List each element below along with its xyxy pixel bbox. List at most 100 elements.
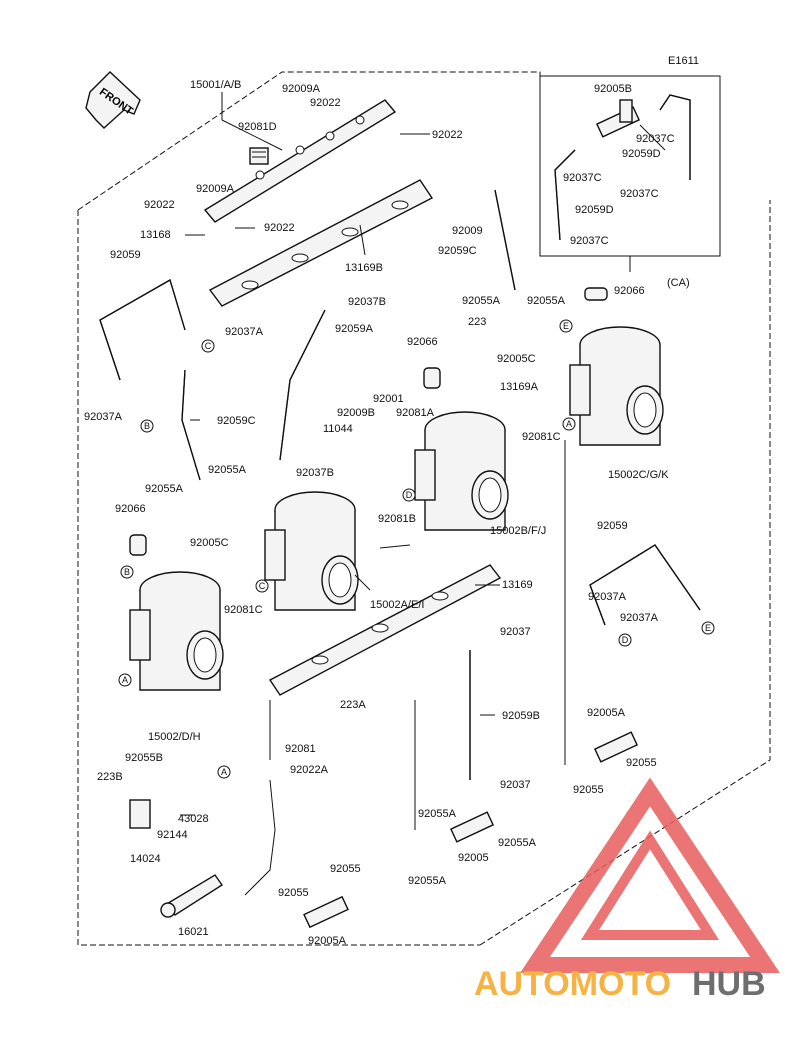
label-92055b: 92055B xyxy=(125,752,163,764)
label-223: 223 xyxy=(468,316,486,328)
pipe-92005a-bottom xyxy=(303,895,349,929)
label-15002b: 15002B/F/J xyxy=(490,525,546,537)
label-92005c-1: 92005C xyxy=(190,537,229,549)
ref-circles: C B B C A D E A A D E xyxy=(118,319,715,779)
label-92037b-1: 92037B xyxy=(348,296,386,308)
lower-bracket-13169b xyxy=(208,179,434,307)
label-13169b: 13169B xyxy=(345,262,383,274)
label-92081c-2: 92081C xyxy=(522,431,561,443)
label-15002c: 15002C/G/K xyxy=(608,469,669,481)
svg-text:B: B xyxy=(124,567,130,577)
label-92005a-2: 92005A xyxy=(587,707,626,719)
label-92055-2: 92055 xyxy=(278,887,309,899)
label-92059d-2: 92059D xyxy=(575,204,614,216)
label-92037c-4: 92037C xyxy=(570,235,609,247)
label-13169a: 13169A xyxy=(500,381,539,393)
cap-92066-mid xyxy=(423,367,441,389)
svg-text:D: D xyxy=(622,635,629,645)
label-92059-1: 92059 xyxy=(110,249,141,261)
label-92037c-3: 92037C xyxy=(620,188,659,200)
svg-text:A: A xyxy=(566,419,572,429)
label-16021: 16021 xyxy=(178,926,209,938)
label-92005b: 92005B xyxy=(594,83,632,95)
page-reference: E1611 xyxy=(668,55,699,67)
label-92081: 92081 xyxy=(285,743,316,755)
label-92059-2: 92059 xyxy=(597,520,628,532)
svg-text:B: B xyxy=(144,421,150,431)
t-fitting-92005 xyxy=(449,811,495,843)
svg-text:E: E xyxy=(705,623,711,633)
label-92037a-1: 92037A xyxy=(225,326,264,338)
automotohub-watermark-logo: AUTOMOTO HUB xyxy=(474,777,780,1003)
label-92059b: 92059B xyxy=(502,710,540,722)
pipe-92005a-right xyxy=(593,731,639,763)
label-92037-1: 92037 xyxy=(500,626,531,638)
t-fitting-92005b xyxy=(595,99,641,138)
carburetor-4 xyxy=(569,326,664,446)
label-223b: 223B xyxy=(97,771,123,783)
label-92009-1: 92009 xyxy=(452,225,483,237)
cap-92066-left xyxy=(129,534,147,556)
label-92055a-4: 92055A xyxy=(527,295,566,307)
svg-text:A: A xyxy=(122,675,128,685)
ca-label: (CA) xyxy=(667,277,690,289)
screw-14024 xyxy=(129,799,151,829)
throttle-cable xyxy=(244,779,276,896)
label-223a: 223A xyxy=(340,699,366,711)
label-92001: 92001 xyxy=(373,393,404,405)
label-13169: 13169 xyxy=(502,579,533,591)
label-15002a: 15002A/E/I xyxy=(370,599,424,611)
label-92055-3: 92055 xyxy=(626,757,657,769)
label-92022a: 92022A xyxy=(290,764,329,776)
label-92081a: 92081A xyxy=(396,407,435,419)
svg-text:E: E xyxy=(563,321,569,331)
label-92059c-1: 92059C xyxy=(438,245,477,257)
svg-text:C: C xyxy=(259,581,266,591)
carburetor-1 xyxy=(129,571,224,691)
cap-92066-right xyxy=(584,287,608,301)
carburetor-3 xyxy=(414,411,509,531)
label-92037c-2: 92037C xyxy=(563,172,602,184)
label-92009a-2: 92009A xyxy=(196,183,235,195)
label-92059c-2: 92059C xyxy=(217,415,256,427)
front-arrow-icon: FRONT xyxy=(85,71,141,129)
label-92037a-3: 92037A xyxy=(588,591,627,603)
label-92081d: 92081D xyxy=(238,121,277,133)
lower-bracket-13169 xyxy=(268,564,502,696)
label-92059a: 92059A xyxy=(335,323,374,335)
label-92037a-4: 92037A xyxy=(620,612,659,624)
label-92037b-2: 92037B xyxy=(296,467,334,479)
label-92059d-1: 92059D xyxy=(622,148,661,160)
label-92055a-7: 92055A xyxy=(408,875,447,887)
label-92055a-1: 92055A xyxy=(208,464,247,476)
top-bracket xyxy=(203,99,397,223)
label-92055a-5: 92055A xyxy=(418,808,457,820)
leader-lines xyxy=(180,92,666,830)
hose-92059d-ca xyxy=(554,149,576,241)
label-13168: 13168 xyxy=(140,229,171,241)
carburetor-2 xyxy=(264,491,359,611)
label-92066-1: 92066 xyxy=(115,503,146,515)
svg-text:D: D xyxy=(406,490,413,500)
spring-92081d xyxy=(249,147,269,165)
svg-text:C: C xyxy=(205,341,212,351)
hose-92059a xyxy=(279,309,326,461)
label-92055-4: 92055 xyxy=(573,784,604,796)
hose-92059c-left xyxy=(181,369,201,481)
label-92144: 92144 xyxy=(157,829,188,841)
label-92005: 92005 xyxy=(458,852,489,864)
label-92009b: 92009B xyxy=(337,407,375,419)
label-14024: 14024 xyxy=(130,853,161,865)
label-92055a-3: 92055A xyxy=(462,295,501,307)
label-92055a-2: 92055A xyxy=(145,483,184,495)
label-92005c-2: 92005C xyxy=(497,353,536,365)
label-92037a-2: 92037A xyxy=(84,411,123,423)
label-92081c-1: 92081C xyxy=(224,604,263,616)
label-15001: 15001/A/B xyxy=(190,79,241,91)
part-labels: 15001/A/B 92009A 92022 92022 92081D 9200… xyxy=(84,79,675,947)
label-92055a-6: 92055A xyxy=(498,837,537,849)
label-92022-2: 92022 xyxy=(432,129,463,141)
label-92022-3: 92022 xyxy=(144,199,175,211)
watermark-text-1: AUTOMOTO xyxy=(474,965,671,1003)
